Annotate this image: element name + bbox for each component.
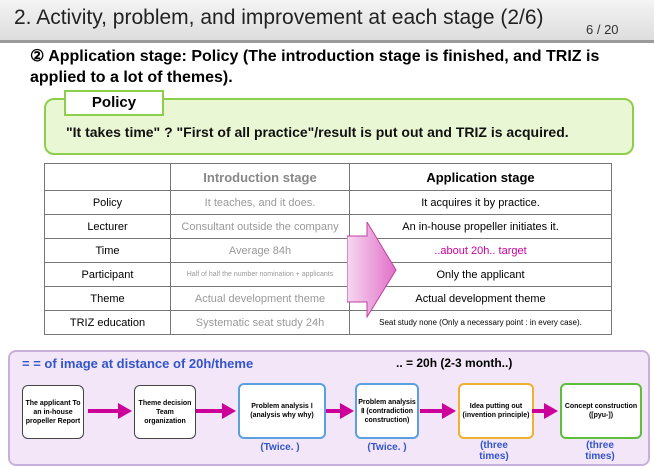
table-header-row: Introduction stage Application stage xyxy=(44,163,612,191)
intro-cell: Consultant outside the company xyxy=(170,214,350,239)
step-problem-analysis-2: Problem analysis Ⅱ (contradiction constr… xyxy=(355,383,419,439)
application-cell: ..about 20h.. target xyxy=(349,238,612,263)
policy-text: "It takes time" ? "First of all practice… xyxy=(66,124,569,140)
table-row: Participant Half of half the number nomi… xyxy=(44,262,612,287)
page-number: 6 / 20 xyxy=(586,22,619,37)
application-cell: It acquires it by practice. xyxy=(349,190,612,215)
step-applicant-report: The applicant To an in-house propeller R… xyxy=(22,385,84,439)
intro-cell: It teaches, and it does. xyxy=(170,190,350,215)
intro-cell: Half of half the number nomination + app… xyxy=(170,262,350,287)
repeat-note: (Twice. ) xyxy=(367,442,407,453)
application-cell: Seat study none (Only a necessary point … xyxy=(349,310,612,335)
image-panel xyxy=(8,350,650,466)
table-row: Time Average 84h ..about 20h.. target xyxy=(44,238,612,263)
row-label: Policy xyxy=(44,190,171,215)
slide-title: 2. Activity, problem, and improvement at… xyxy=(14,6,544,29)
duration-label: .. = 20h (2-3 month..) xyxy=(396,356,513,370)
row-label: Lecturer xyxy=(44,214,171,239)
title-divider xyxy=(0,40,654,43)
repeat-note: (Twice. ) xyxy=(260,442,300,453)
step-idea-putting-out: Idea putting out (invention principle) xyxy=(458,383,534,439)
repeat-note: (three times) xyxy=(585,440,615,462)
intro-cell: Systematic seat study 24h xyxy=(170,310,350,335)
step-theme-decision: Theme decision Team organization xyxy=(134,385,196,439)
row-label: TRIZ education xyxy=(44,310,171,335)
transition-arrow-icon xyxy=(347,222,397,318)
step-problem-analysis-1: Problem analysis Ⅰ (analysis why why) xyxy=(238,383,326,439)
policy-label: Policy xyxy=(64,90,164,116)
intro-cell: Actual development theme xyxy=(170,286,350,311)
flow-arrow-icon xyxy=(88,403,132,419)
application-cell: An in-house propeller initiates it. xyxy=(349,214,612,239)
comparison-table: Introduction stage Application stage Pol… xyxy=(44,163,612,335)
flow-arrow-icon xyxy=(326,403,354,419)
repeat-note: (three times) xyxy=(479,440,509,462)
flow-arrow-icon xyxy=(532,403,558,419)
flow-arrow-icon xyxy=(420,403,456,419)
title-bar xyxy=(0,0,654,42)
image-panel-title: = = of image at distance of 20h/theme xyxy=(22,356,254,371)
table-row: Lecturer Consultant outside the company … xyxy=(44,214,612,239)
section-heading: ② Application stage: Policy (The introdu… xyxy=(30,48,600,86)
step-concept-construction: Concept construction ([pyu-]) xyxy=(560,383,642,439)
flow-arrow-icon xyxy=(196,403,236,419)
intro-cell: Average 84h xyxy=(170,238,350,263)
table-header-cell xyxy=(44,163,171,191)
row-label: Time xyxy=(44,238,171,263)
table-row: TRIZ education Systematic seat study 24h… xyxy=(44,310,612,335)
row-label: Participant xyxy=(44,262,171,287)
table-header-application: Application stage xyxy=(349,163,612,191)
table-header-intro: Introduction stage xyxy=(170,163,350,191)
row-label: Theme xyxy=(44,286,171,311)
table-row: Theme Actual development theme Actual de… xyxy=(44,286,612,311)
table-row: Policy It teaches, and it does. It acqui… xyxy=(44,190,612,215)
